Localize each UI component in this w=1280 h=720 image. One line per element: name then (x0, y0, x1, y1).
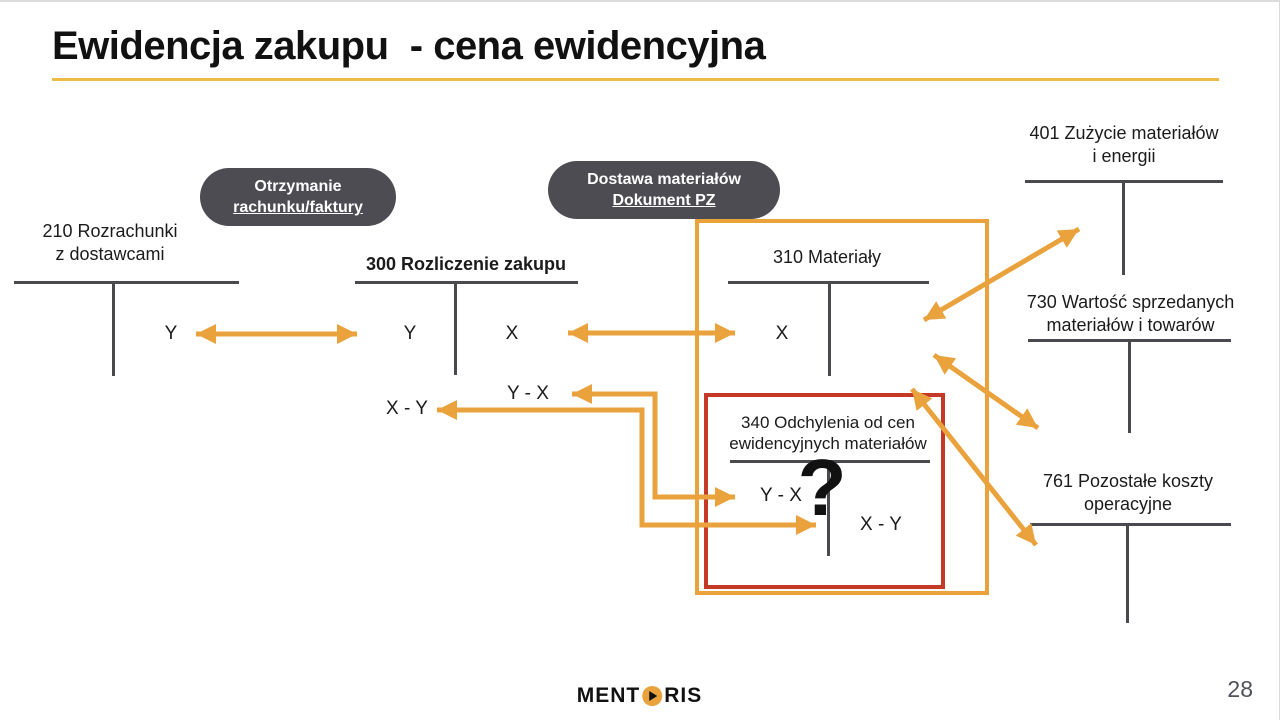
badge-otrzymanie-rachunku: Otrzymanie rachunku/faktury (200, 168, 396, 226)
account-730-stem (1128, 342, 1131, 433)
logo-text-left: MENT (576, 684, 641, 707)
badge-dostawa-line1: Dostawa materiałów (587, 171, 741, 188)
account-730-label: 730 Wartość sprzedanych materiałów i tow… (1026, 292, 1235, 335)
account-401-stem (1122, 183, 1125, 275)
account-761-label: 761 Pozostałe koszty operacyjne (1042, 471, 1214, 514)
value-yx-340-debit: Y - X (760, 485, 802, 506)
account-310-stem (828, 284, 831, 376)
value-x-310-debit: X (775, 323, 789, 344)
value-xy-300: X - Y (386, 398, 428, 419)
title-underline (52, 78, 1219, 81)
account-300-label: 300 Rozliczenie zakupu (365, 254, 567, 274)
badge-otrzymanie-line1: Otrzymanie (254, 178, 342, 195)
logo-circle (642, 686, 663, 706)
account-340-stem (827, 463, 830, 556)
logo-text-right: RIS (664, 684, 703, 707)
mentoris-logo: MENT RIS (577, 684, 703, 708)
logo-play-icon (649, 691, 658, 701)
value-y-300-debit: Y (403, 323, 417, 344)
value-yx-300: Y - X (507, 383, 549, 404)
value-xy-340-credit: X - Y (860, 514, 902, 535)
account-401-t-line (1025, 180, 1223, 183)
badge-otrzymanie-line2: rachunku/faktury (233, 199, 363, 216)
account-730-t-line (1028, 339, 1231, 342)
account-761-stem (1126, 526, 1129, 623)
account-340-t-line (730, 460, 930, 463)
value-y-210-credit: Y (164, 323, 178, 344)
account-210-label: 210 Rozrachunki z dostawcami (42, 221, 178, 264)
slide-title: Ewidencja zakupu - cena ewidencyjna (52, 24, 766, 68)
account-761-t-line (1030, 523, 1231, 526)
account-310-label: 310 Materiały (772, 247, 882, 267)
account-401-label: 401 Zużycie materiałów i energii (1029, 123, 1219, 166)
question-mark: ? (797, 443, 847, 532)
account-300-t-line (355, 281, 578, 284)
page-number: 28 (1227, 676, 1253, 702)
badge-dostawa-materialow: Dostawa materiałów Dokument PZ (548, 161, 780, 219)
account-300-stem (454, 284, 457, 375)
account-210-stem (112, 284, 115, 376)
badge-dostawa-line2: Dokument PZ (612, 192, 716, 209)
account-310-t-line (728, 281, 929, 284)
account-210-t-line (14, 281, 239, 284)
value-x-300-credit: X (505, 323, 519, 344)
